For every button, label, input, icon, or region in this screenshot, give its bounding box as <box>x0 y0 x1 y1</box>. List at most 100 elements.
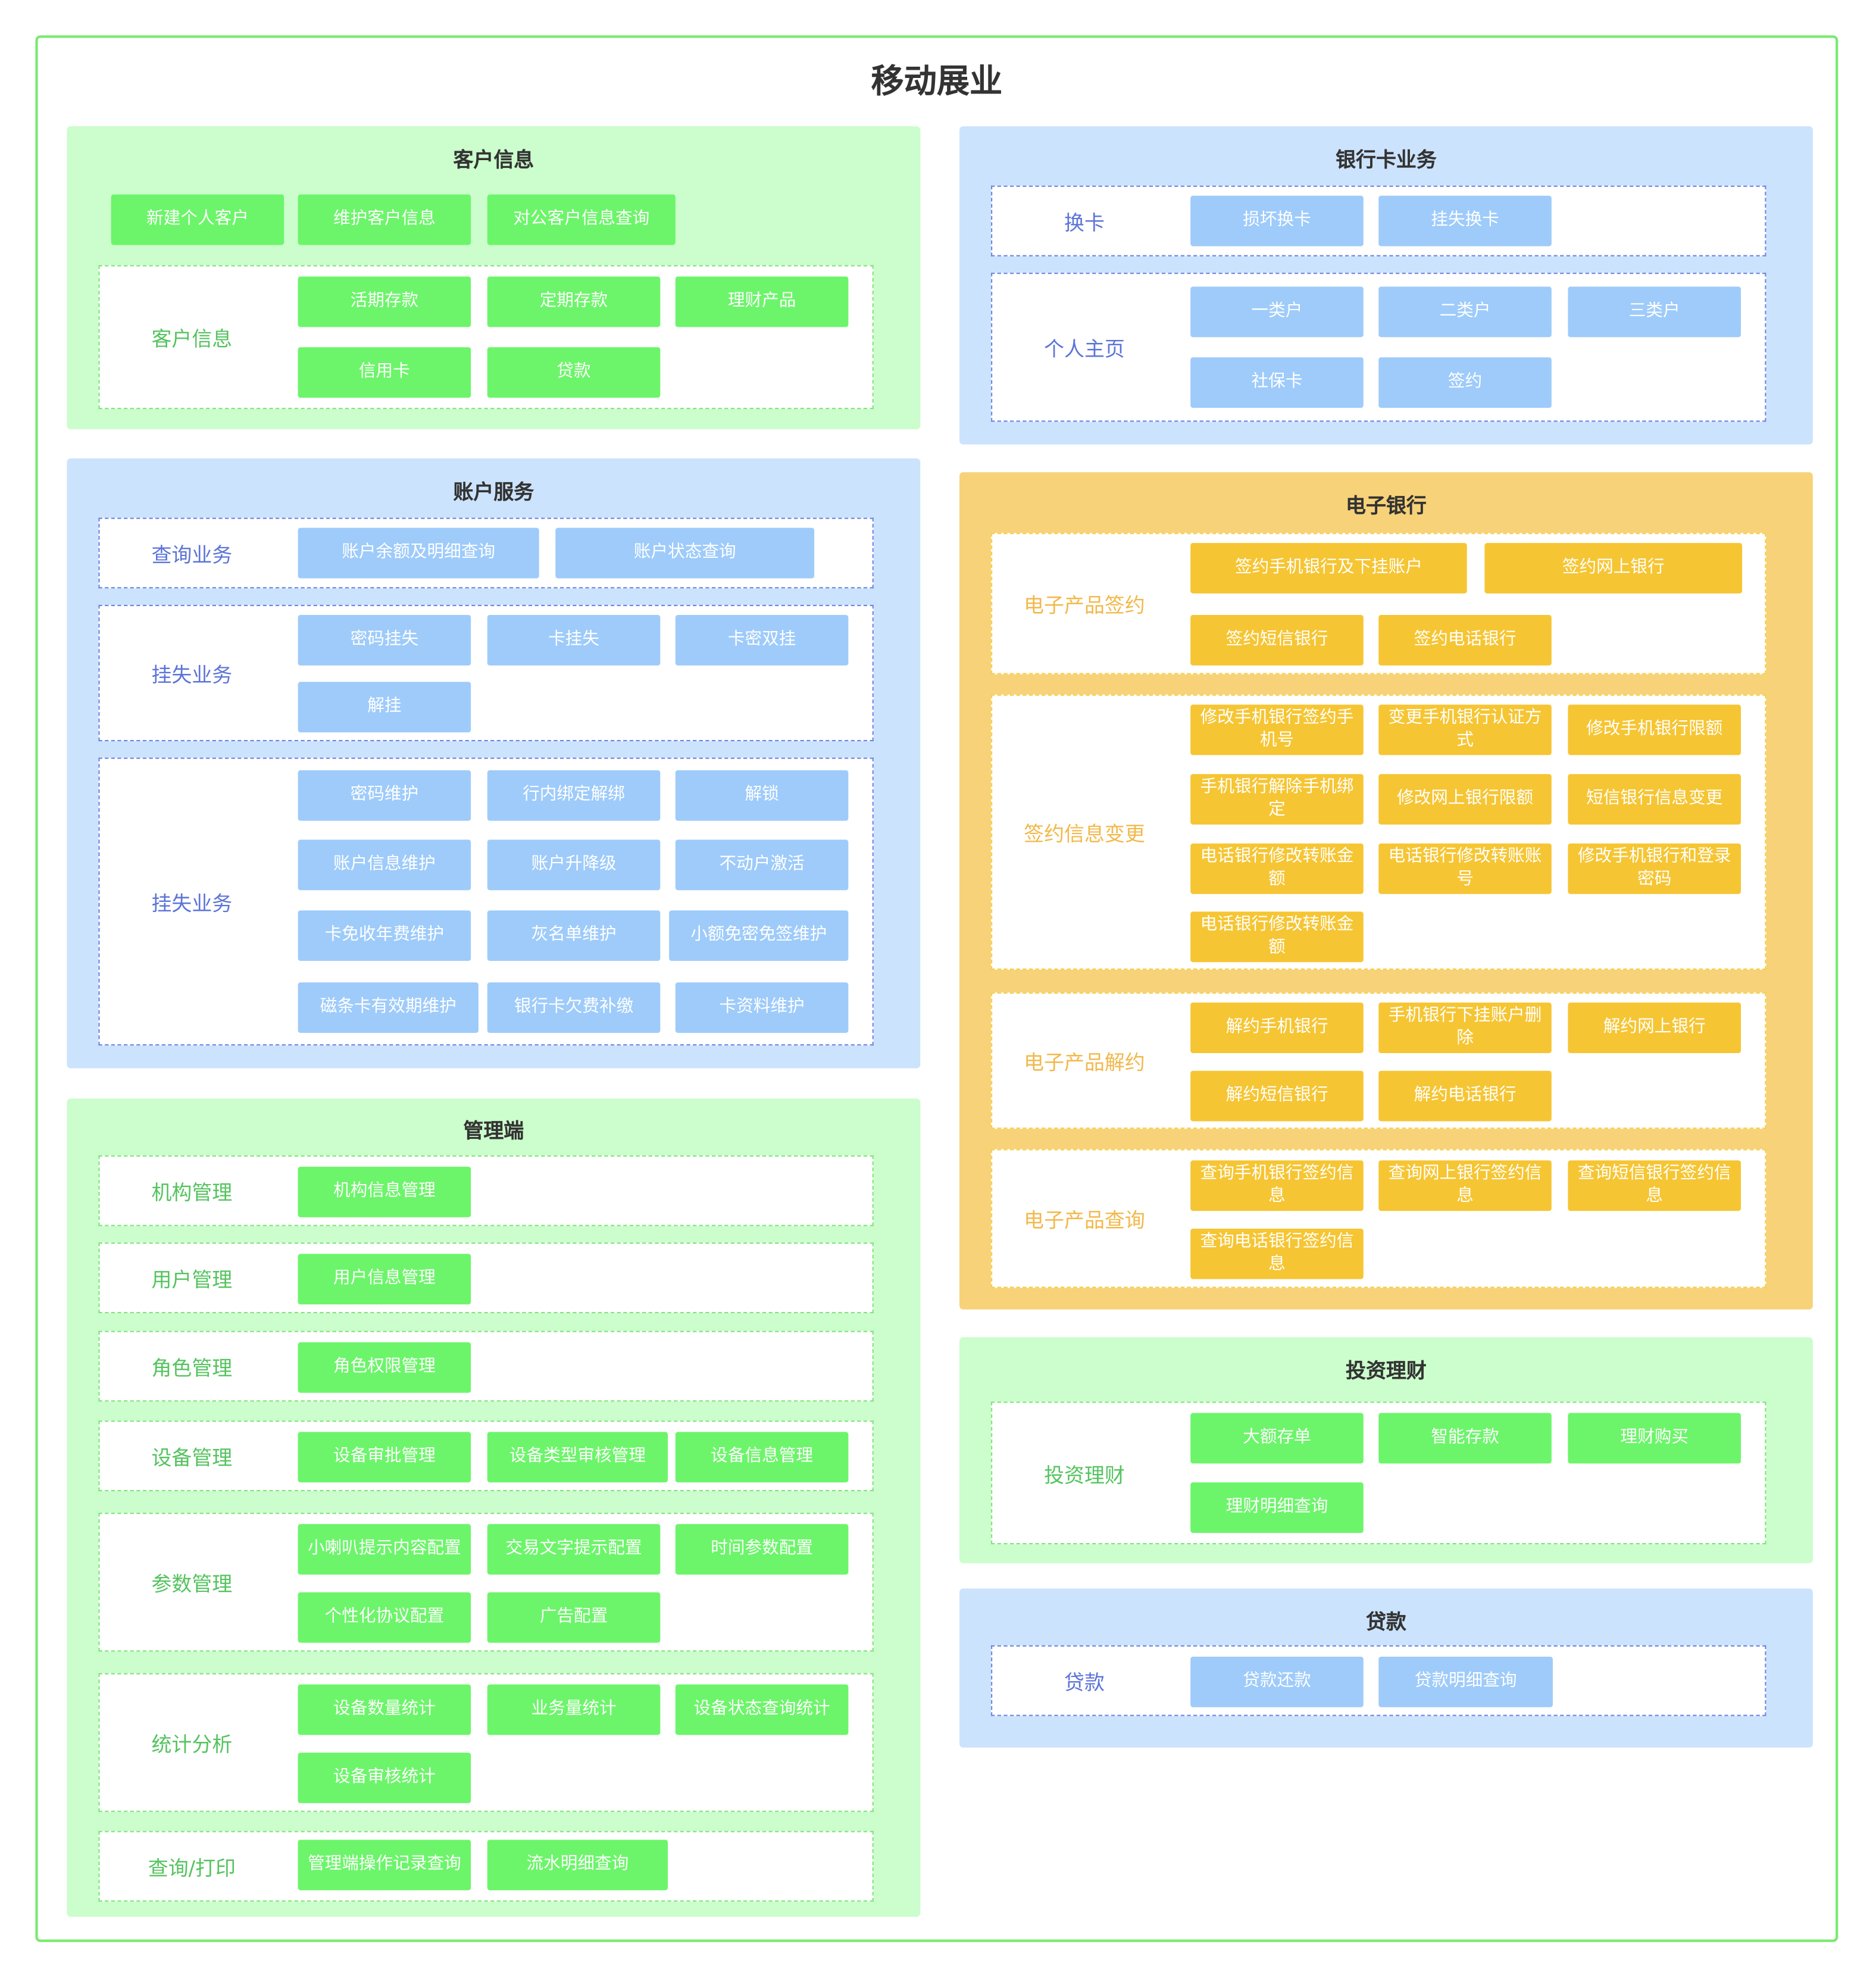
function-node: 密码挂失 <box>298 614 471 666</box>
function-node: 智能存款 <box>1378 1413 1552 1464</box>
group-box <box>98 1331 874 1402</box>
function-node: 新建个人客户 <box>111 194 284 245</box>
group-label: 电子产品解约 <box>1024 1050 1145 1075</box>
function-node: 电话银行修改转账金额 <box>1190 843 1364 894</box>
group-label: 签约信息变更 <box>1024 822 1145 847</box>
function-node: 不动户激活 <box>675 839 849 891</box>
function-node: 定期存款 <box>487 276 661 327</box>
function-node: 手机银行解除手机绑定 <box>1190 774 1364 825</box>
function-node: 一类户 <box>1190 286 1364 338</box>
function-node: 卡密双挂 <box>675 614 849 666</box>
function-node: 设备数量统计 <box>298 1684 471 1735</box>
function-node: 签约网上银行 <box>1484 543 1743 594</box>
panel-title: 账户服务 <box>453 480 534 504</box>
function-node: 查询网上银行签约信息 <box>1378 1160 1552 1211</box>
function-node: 信用卡 <box>298 347 471 398</box>
function-node: 短信银行信息变更 <box>1568 774 1741 825</box>
group-label: 查询业务 <box>151 543 233 567</box>
function-node: 小喇叭提示内容配置 <box>298 1524 471 1575</box>
function-node: 角色权限管理 <box>298 1342 471 1393</box>
function-node: 解约电话银行 <box>1378 1070 1552 1122</box>
function-node: 签约电话银行 <box>1378 614 1552 666</box>
function-node: 灰名单维护 <box>487 910 661 961</box>
group-label: 查询/打印 <box>148 1856 236 1881</box>
group-label: 参数管理 <box>151 1572 233 1597</box>
function-node: 贷款明细查询 <box>1378 1656 1553 1707</box>
function-node: 交易文字提示配置 <box>487 1524 661 1575</box>
group-label: 客户信息 <box>151 327 233 351</box>
panel-title: 贷款 <box>1365 1610 1406 1634</box>
group-label: 角色管理 <box>151 1356 233 1381</box>
function-node: 用户信息管理 <box>298 1254 471 1305</box>
function-node: 设备审核统计 <box>298 1753 471 1803</box>
function-node: 大额存单 <box>1190 1413 1364 1464</box>
function-node: 二类户 <box>1378 286 1552 338</box>
group-label: 贷款 <box>1064 1670 1105 1695</box>
panel-title: 投资理财 <box>1346 1358 1427 1383</box>
panel-title: 电子银行 <box>1346 494 1427 518</box>
function-node: 挂失换卡 <box>1378 195 1552 246</box>
function-node: 理财产品 <box>675 276 849 327</box>
function-node: 设备状态查询统计 <box>675 1684 849 1735</box>
function-node: 三类户 <box>1568 286 1741 338</box>
panel-title: 管理端 <box>463 1119 524 1143</box>
diagram-title: 移动展业 <box>871 63 1003 101</box>
function-node: 理财购买 <box>1568 1413 1741 1464</box>
group-label: 电子产品签约 <box>1024 593 1145 618</box>
function-node: 账户余额及明细查询 <box>298 527 539 579</box>
function-node: 银行卡欠费补缴 <box>487 982 661 1033</box>
function-node: 签约 <box>1378 357 1552 408</box>
function-node: 卡免收年费维护 <box>298 910 471 961</box>
group-label: 投资理财 <box>1044 1463 1125 1487</box>
group-box <box>98 1242 874 1313</box>
function-node: 查询电话银行签约信息 <box>1190 1228 1364 1279</box>
function-node: 解约手机银行 <box>1190 1003 1364 1053</box>
function-node: 广告配置 <box>487 1592 661 1643</box>
function-node: 对公客户信息查询 <box>487 194 676 245</box>
function-node: 小额免密免签维护 <box>669 910 849 961</box>
function-node: 修改手机银行和登录密码 <box>1568 843 1741 894</box>
function-node: 账户信息维护 <box>298 839 471 891</box>
function-node: 设备审批管理 <box>298 1432 471 1483</box>
function-node: 解锁 <box>675 770 849 821</box>
function-node: 卡资料维护 <box>675 982 849 1033</box>
group-label: 设备管理 <box>151 1445 233 1470</box>
function-node: 社保卡 <box>1190 357 1364 408</box>
function-node: 账户升降级 <box>487 839 661 891</box>
function-node: 电话银行修改转账金额 <box>1190 911 1364 963</box>
function-node: 手机银行下挂账户删除 <box>1378 1003 1552 1053</box>
function-node: 业务量统计 <box>487 1684 661 1735</box>
function-node: 时间参数配置 <box>675 1524 849 1575</box>
function-node: 机构信息管理 <box>298 1166 471 1217</box>
function-node: 解挂 <box>298 682 471 733</box>
function-node: 个性化协议配置 <box>298 1592 471 1643</box>
group-box <box>98 1155 874 1226</box>
function-node: 解约网上银行 <box>1568 1003 1741 1053</box>
group-label: 个人主页 <box>1044 337 1125 361</box>
group-box <box>98 1831 874 1902</box>
group-label: 挂失业务 <box>151 663 233 687</box>
function-node: 密码维护 <box>298 770 471 821</box>
diagram-frame <box>35 35 1839 1942</box>
function-node: 流水明细查询 <box>487 1840 668 1891</box>
function-node: 设备信息管理 <box>675 1432 849 1483</box>
function-node: 修改手机银行签约手机号 <box>1190 704 1364 755</box>
function-node: 活期存款 <box>298 276 471 327</box>
function-node: 查询手机银行签约信息 <box>1190 1160 1364 1211</box>
function-node: 查询短信银行签约信息 <box>1568 1160 1741 1211</box>
function-node: 修改手机银行限额 <box>1568 704 1741 755</box>
function-node: 签约手机银行及下挂账户 <box>1190 543 1467 594</box>
function-node: 损坏换卡 <box>1190 195 1364 246</box>
group-label: 机构管理 <box>151 1180 233 1205</box>
function-node: 卡挂失 <box>487 614 661 666</box>
function-node: 设备类型审核管理 <box>487 1432 668 1483</box>
group-label: 电子产品查询 <box>1024 1208 1145 1233</box>
function-node: 维护客户信息 <box>298 194 471 245</box>
group-label: 换卡 <box>1064 211 1105 235</box>
function-node: 贷款还款 <box>1190 1656 1364 1707</box>
function-node: 解约短信银行 <box>1190 1070 1364 1122</box>
function-node: 磁条卡有效期维护 <box>298 982 479 1033</box>
function-node: 签约短信银行 <box>1190 614 1364 666</box>
panel-title: 客户信息 <box>453 148 534 172</box>
panel-title: 银行卡业务 <box>1336 148 1437 172</box>
